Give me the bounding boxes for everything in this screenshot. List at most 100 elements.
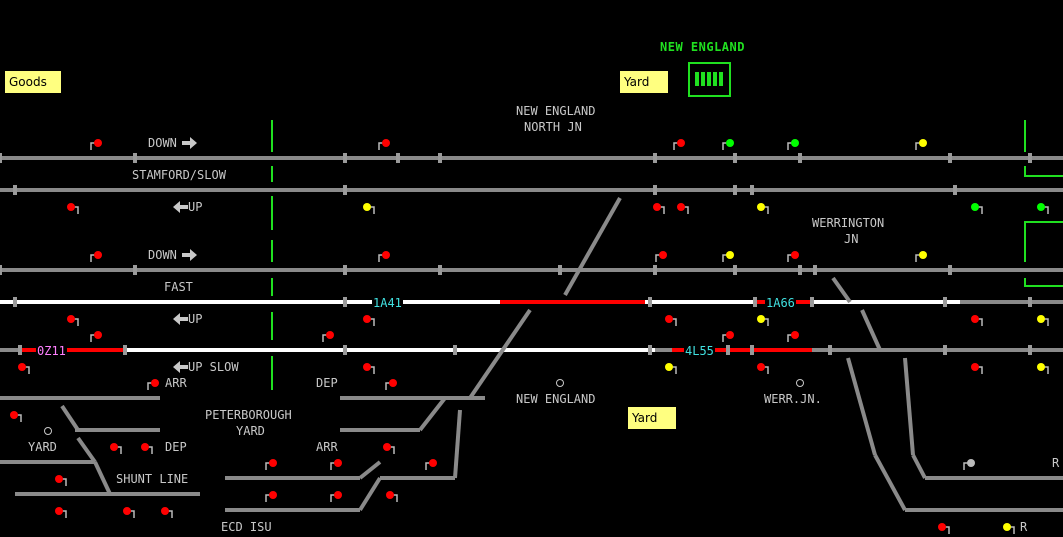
up-slow-label: UP SLOW — [188, 360, 239, 374]
signal-icon — [265, 491, 277, 502]
signal-icon — [90, 251, 102, 262]
signal-icon — [1037, 315, 1049, 326]
signal-icon — [722, 139, 734, 150]
status-bars-icon — [695, 72, 723, 86]
signal-icon — [915, 251, 927, 262]
train-berth-4l55[interactable]: 4L55 — [684, 344, 715, 358]
arrow-left-icon — [173, 361, 188, 373]
signal-icon — [757, 363, 769, 374]
track-crossover — [468, 308, 532, 400]
goods-tag[interactable]: Goods — [5, 71, 61, 93]
track-crossover — [831, 276, 852, 304]
signal-icon — [67, 315, 79, 326]
signal-icon — [363, 363, 375, 374]
track-crossover — [453, 409, 462, 479]
arr-label-1: ARR — [165, 376, 187, 390]
shunt-line-label: SHUNT LINE — [116, 472, 189, 486]
yard-label: YARD — [28, 440, 57, 454]
track-crossover — [358, 476, 382, 512]
signal-icon — [1037, 203, 1049, 214]
track-crossover — [358, 460, 382, 480]
signal-icon — [90, 139, 102, 150]
yard-tag-south[interactable]: Yard — [628, 407, 676, 429]
signal-icon — [55, 475, 67, 486]
signal-icon — [18, 363, 30, 374]
signal-icon — [971, 203, 983, 214]
fast-label: FAST — [164, 280, 193, 294]
signal-icon — [90, 331, 102, 342]
signal-icon — [722, 251, 734, 262]
signal-icon — [757, 203, 769, 214]
new-england-north-label: NEW ENGLAND — [516, 104, 596, 118]
signal-icon — [10, 411, 22, 422]
signal-icon — [787, 251, 799, 262]
signal-icon — [110, 443, 122, 454]
signal-icon — [383, 443, 395, 454]
track-crossover — [911, 454, 927, 479]
ecd-isu-label: ECD ISU — [221, 520, 272, 534]
up-label-2: UP — [188, 312, 203, 326]
station-marker-icon — [556, 379, 564, 387]
signal-icon — [55, 507, 67, 518]
arrow-left-icon — [173, 313, 188, 325]
signal-icon — [677, 203, 689, 214]
signal-icon — [963, 459, 975, 470]
signal-icon — [147, 379, 159, 390]
new-england-station-label: NEW ENGLAND — [516, 392, 596, 406]
signal-icon — [385, 379, 397, 390]
signal-icon — [653, 203, 665, 214]
panel-title: NEW ENGLAND — [660, 40, 745, 54]
werr-jn-label: WERR.JN. — [764, 392, 822, 406]
r-label-2: R — [1020, 520, 1028, 534]
signal-icon — [363, 315, 375, 326]
north-jn-label: NORTH JN — [524, 120, 582, 134]
signal-icon — [330, 459, 342, 470]
train-berth-1a66[interactable]: 1A66 — [765, 296, 796, 310]
signal-icon — [378, 139, 390, 150]
peterborough-yard-label: YARD — [236, 424, 265, 438]
signal-icon — [363, 203, 375, 214]
arr-label-2: ARR — [316, 440, 338, 454]
signal-icon — [330, 491, 342, 502]
signal-icon — [378, 251, 390, 262]
track-crossover — [903, 357, 915, 456]
signal-icon — [161, 507, 173, 518]
signal-icon — [722, 331, 734, 342]
track-crossover — [93, 461, 112, 495]
signal-icon — [915, 139, 927, 150]
werrington-label: WERRINGTON — [812, 216, 885, 230]
down-label-1: DOWN — [148, 136, 177, 150]
signal-icon — [67, 203, 79, 214]
signal-icon — [1003, 523, 1015, 534]
signal-icon — [1037, 363, 1049, 374]
r-label-1: R — [1052, 456, 1060, 470]
track-crossover — [76, 436, 97, 464]
up-label-1: UP — [188, 200, 203, 214]
signal-icon — [787, 139, 799, 150]
signal-icon — [665, 315, 677, 326]
arrow-right-icon — [182, 249, 197, 261]
signal-icon — [386, 491, 398, 502]
status-box[interactable] — [688, 62, 731, 97]
signal-icon — [971, 363, 983, 374]
dep-label-1: DEP — [316, 376, 338, 390]
stamford-slow-label: STAMFORD/SLOW — [132, 168, 226, 182]
signal-icon — [665, 363, 677, 374]
signal-icon — [655, 251, 667, 262]
signal-icon — [141, 443, 153, 454]
down-label-2: DOWN — [148, 248, 177, 262]
track-crossover — [563, 197, 622, 296]
train-berth-1a41[interactable]: 1A41 — [372, 296, 403, 310]
yard-tag-north[interactable]: Yard — [620, 71, 668, 93]
signal-icon — [425, 459, 437, 470]
station-marker-icon — [796, 379, 804, 387]
signal-icon — [123, 507, 135, 518]
track-crossover — [846, 357, 877, 456]
signal-icon — [938, 523, 950, 534]
track-crossover — [860, 309, 882, 351]
signal-icon — [265, 459, 277, 470]
signal-icon — [322, 331, 334, 342]
train-berth-0z11[interactable]: 0Z11 — [36, 344, 67, 358]
